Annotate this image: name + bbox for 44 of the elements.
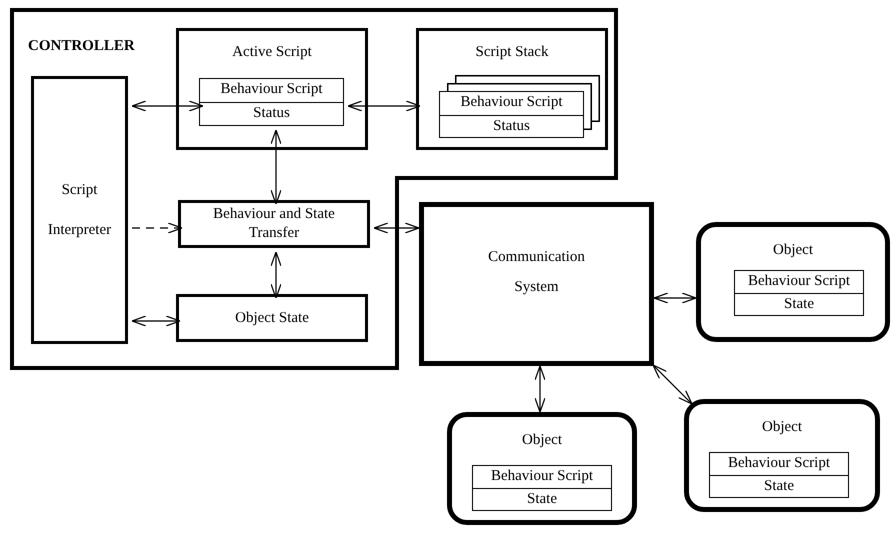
transfer-box — [178, 200, 370, 248]
script-label: Behaviour Script — [490, 467, 594, 486]
arrow — [653, 292, 697, 304]
field-label: Status — [200, 102, 343, 125]
data-table — [472, 465, 612, 511]
interpreter-box — [31, 76, 128, 344]
object-box — [696, 222, 890, 342]
box-title: Object — [772, 241, 814, 259]
field-label: State — [473, 488, 611, 510]
data-table — [439, 91, 584, 138]
section-heading: CONTROLLER — [28, 38, 135, 55]
box-title: Script Stack — [474, 43, 550, 61]
data-table — [199, 78, 344, 126]
field-label: State — [710, 475, 848, 497]
arrow — [131, 315, 181, 327]
arrow — [270, 251, 282, 299]
script-label: Behaviour Script — [726, 454, 832, 473]
script-label: Behaviour Script — [219, 80, 324, 99]
box-title: Object — [521, 431, 563, 449]
script-label: Behaviour Script — [459, 93, 564, 112]
object-box — [447, 412, 637, 525]
object-state-box — [176, 294, 368, 342]
object-box — [684, 399, 880, 512]
script-label: Behaviour Script — [746, 272, 852, 291]
box-title: Object State — [234, 308, 310, 328]
box-title: Object — [761, 418, 803, 436]
field-label: Status — [440, 114, 583, 137]
arrow — [373, 222, 420, 234]
data-table — [734, 270, 864, 316]
arrow — [347, 100, 421, 112]
arrow — [270, 129, 282, 205]
active-script-box — [176, 28, 368, 150]
arrow — [652, 364, 693, 405]
data-table — [709, 452, 849, 498]
dashed-arrow — [132, 222, 183, 234]
field-label: State — [735, 293, 863, 315]
script-stack-box — [416, 28, 608, 150]
box-title: Active Script — [231, 43, 313, 61]
box-title: Behaviour and State Transfer — [212, 205, 336, 243]
box-title: Communication System — [487, 248, 586, 297]
communication-box — [419, 202, 654, 366]
box-title: Script Interpreter — [46, 181, 112, 240]
arrow — [534, 365, 546, 413]
arrow — [131, 100, 204, 112]
